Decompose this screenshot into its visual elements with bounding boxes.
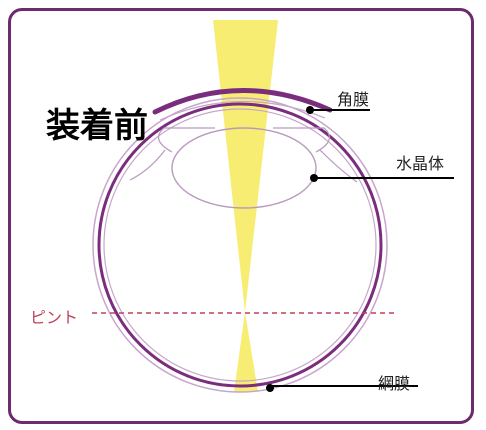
diagram-title: 装着前 — [46, 106, 148, 146]
cornea-dot — [306, 106, 314, 114]
retina-dot — [266, 384, 274, 392]
iris-right — [273, 127, 331, 153]
ciliary-left — [129, 149, 166, 181]
crystalline-lens — [171, 127, 317, 209]
cornea-inner — [159, 100, 326, 121]
eyeball-inner — [103, 108, 377, 382]
retina-label: 網膜 — [378, 374, 411, 393]
lens-dot — [310, 174, 318, 182]
iris-left — [157, 127, 215, 153]
light-beam-lower — [234, 312, 258, 392]
focus-label: ピント — [30, 308, 79, 327]
eyeball-outer — [92, 97, 388, 393]
eyeball-wall — [97, 102, 383, 388]
lens-label: 水晶体 — [396, 154, 445, 173]
light-beam — [213, 20, 278, 312]
cornea — [152, 88, 333, 115]
cornea-label: 角膜 — [337, 90, 370, 109]
ciliary-right — [319, 149, 358, 183]
